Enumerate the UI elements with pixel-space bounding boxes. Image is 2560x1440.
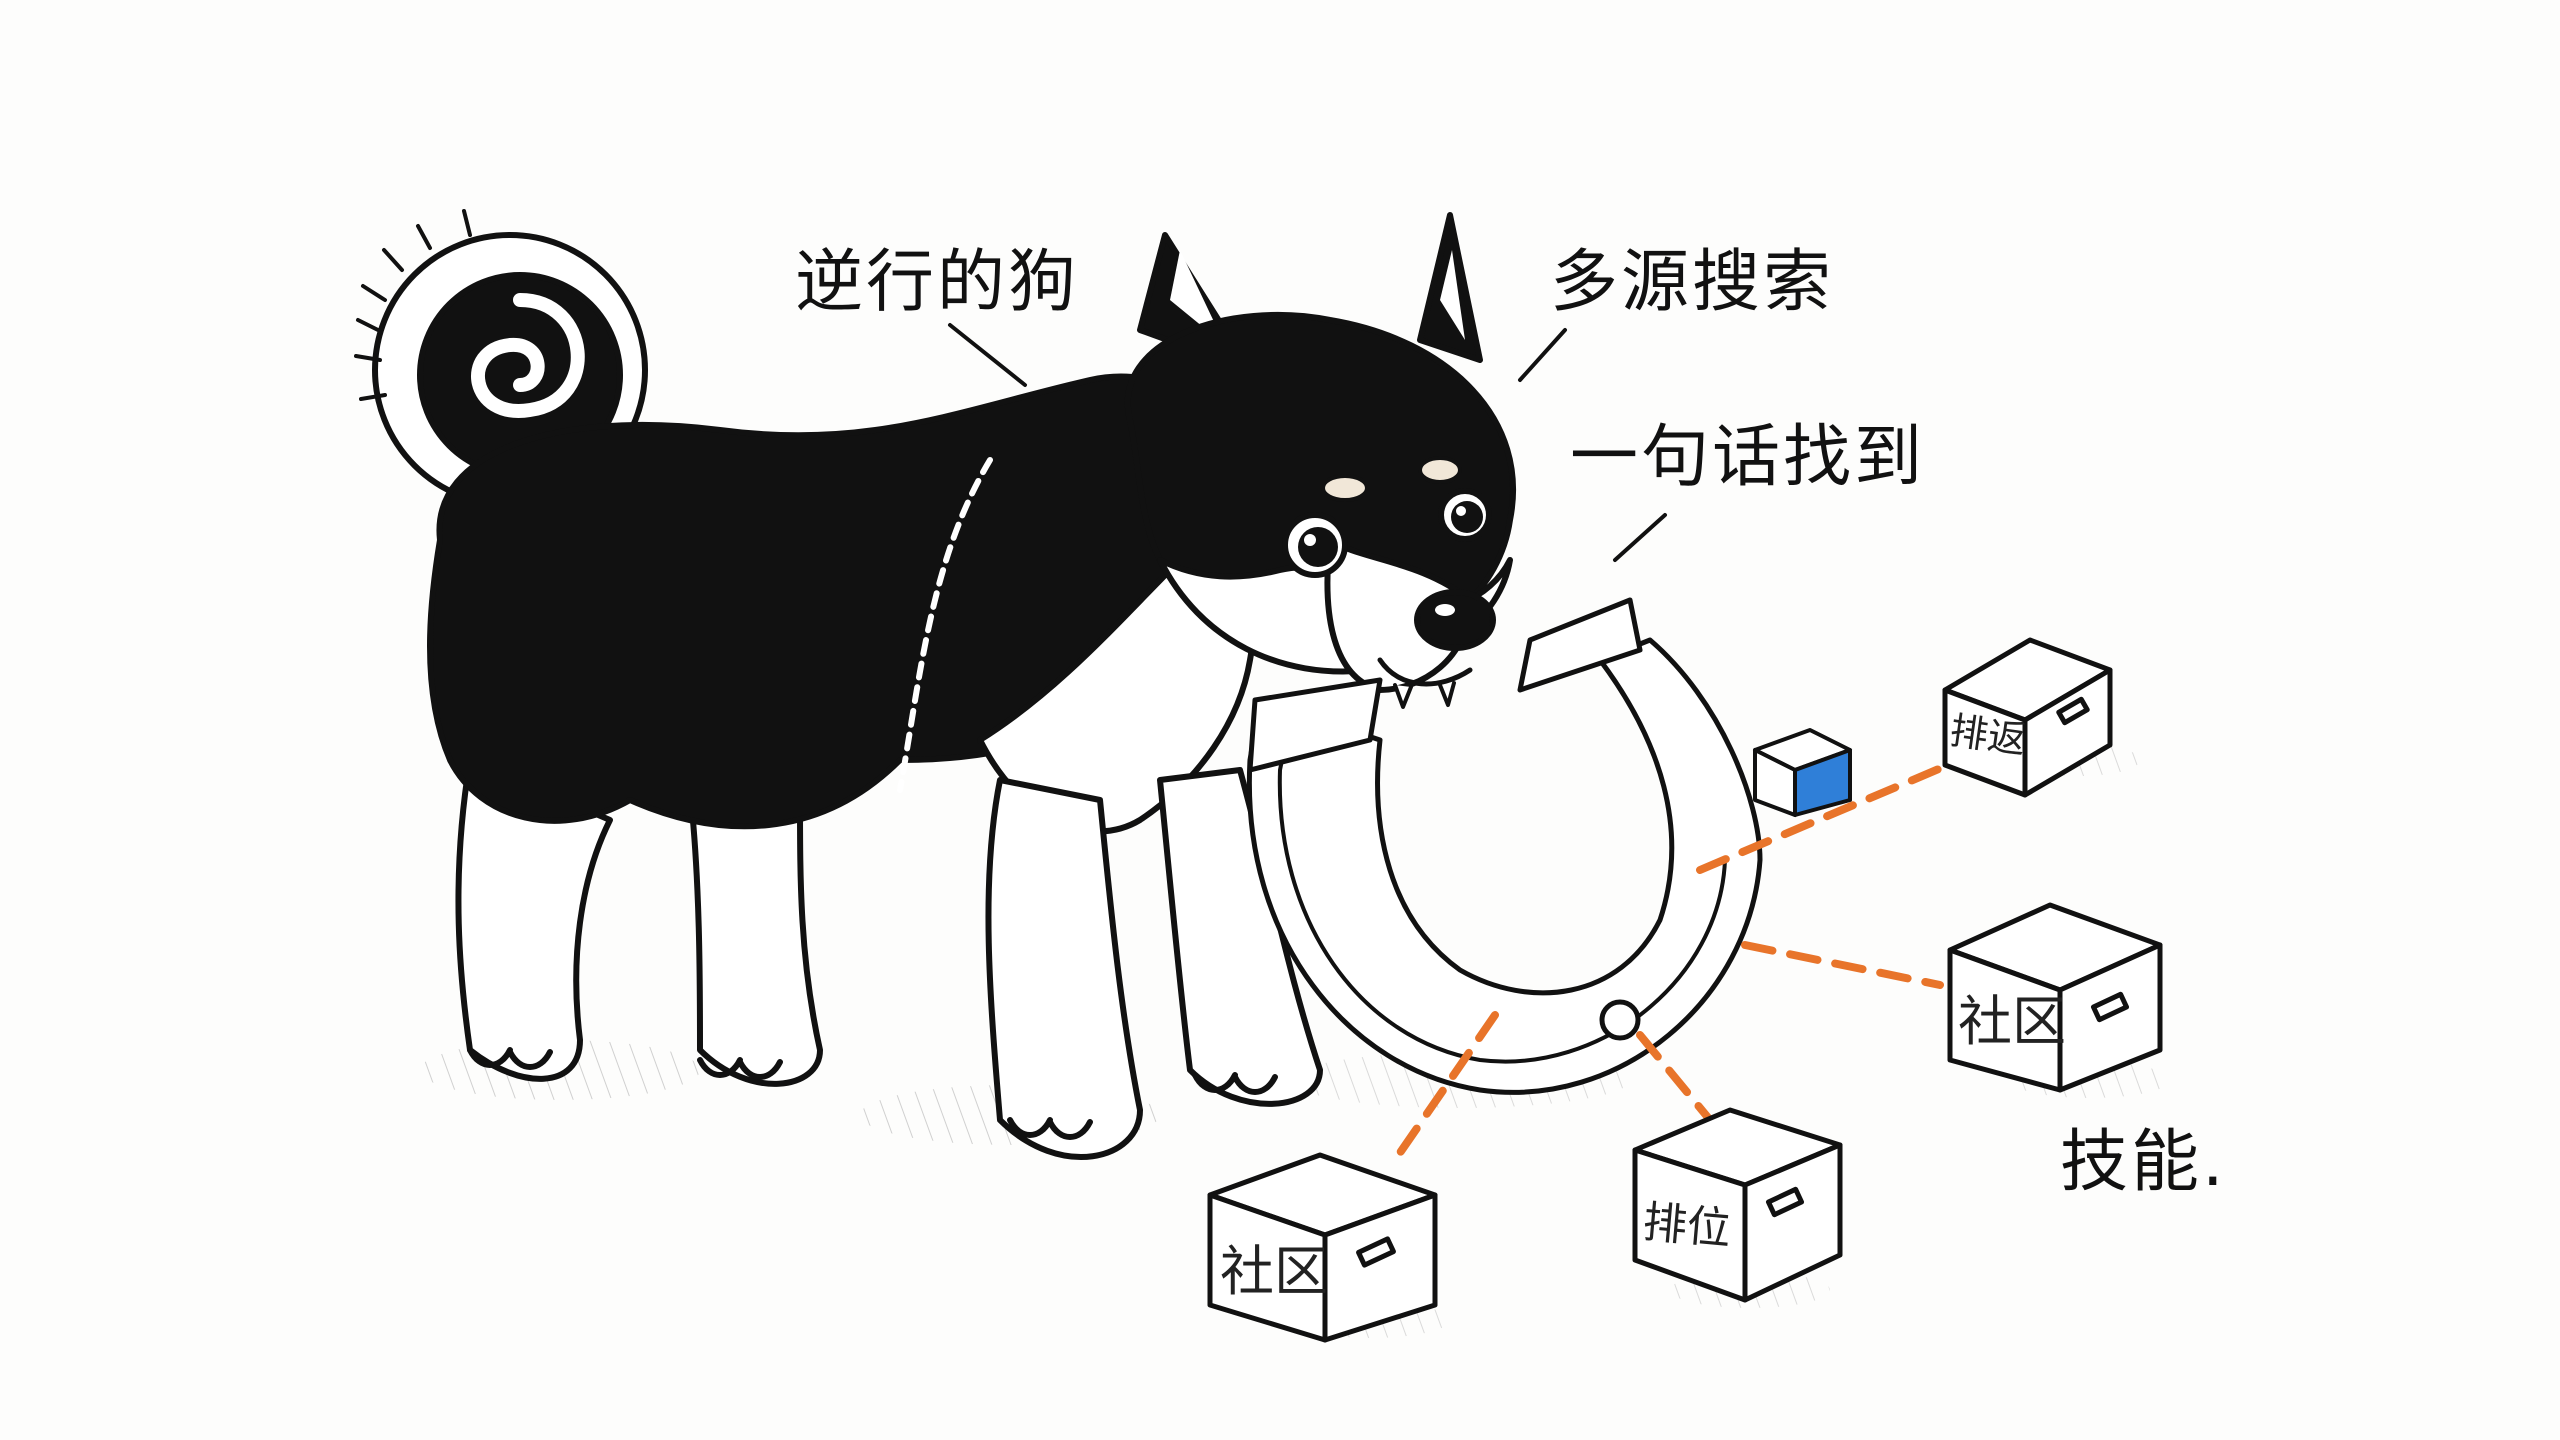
box-label-top-right: 排返 bbox=[1947, 708, 2028, 762]
box-label-bottom-left: 社区 bbox=[1220, 1240, 1328, 1303]
storage-box-middle-right: 社区 bbox=[1947, 902, 2163, 1093]
dog-harness bbox=[897, 457, 993, 793]
label-multi-source-search: 多源搜索 bbox=[1550, 243, 1834, 322]
label-one-sentence-find: 一句话找到 bbox=[1570, 418, 1925, 497]
label-skills: 技能. bbox=[2060, 1123, 2227, 1202]
annotation-pointers bbox=[948, 323, 1667, 562]
box-label-middle-right: 社区 bbox=[1958, 990, 2066, 1053]
dog-nose bbox=[1414, 589, 1496, 651]
dog-front-legs bbox=[985, 767, 1323, 1160]
dog-head bbox=[1124, 212, 1517, 709]
box-label-bottom-middle: 排位 bbox=[1641, 1197, 1733, 1255]
connector-lines bbox=[1391, 756, 1964, 1164]
dog-back-legs bbox=[455, 757, 823, 1087]
storage-box-bottom-left: 社区 bbox=[1207, 1152, 1438, 1343]
shiba-dog-illustration bbox=[354, 209, 1517, 1160]
storage-box-top-right: 排返 bbox=[1942, 637, 2113, 798]
label-reverse-dog: 逆行的狗 bbox=[795, 243, 1079, 322]
horseshoe-magnet-icon bbox=[1246, 597, 1763, 1095]
small-cube-icon bbox=[1753, 728, 1852, 817]
storage-box-bottom-middle: 排位 bbox=[1632, 1107, 1843, 1303]
